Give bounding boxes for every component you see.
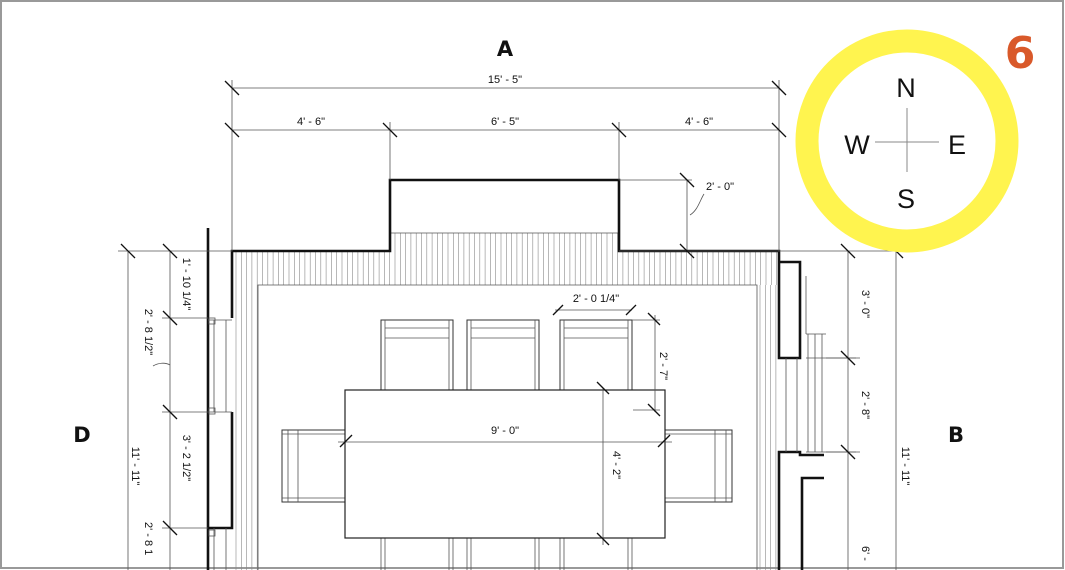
compass-w: W [844,130,870,160]
dim-chair-depth: 2' - 7" [657,352,669,380]
compass-e: E [948,130,966,160]
dim-left-4: 2' - 8 1 [142,522,154,555]
chair-top-2 [466,319,540,391]
dim-right-3: 6' - [859,546,871,561]
compass-s: S [897,184,915,214]
badge-number: 6 [1005,28,1036,79]
compass-cross-icon [875,108,939,172]
dim-top-left: 4' - 6" [297,116,325,128]
side-label-a: A [497,37,514,61]
window-left [208,319,232,570]
window-jamb [208,317,216,325]
wall-left-segment [208,412,234,530]
wall-right-lower [777,450,824,570]
chair-right [664,429,733,503]
table-dimensions [338,304,672,546]
side-label-d: D [73,423,90,447]
dim-table-length: 9' - 0" [491,425,519,437]
door-opening-right [785,276,856,453]
compass: N S E W [795,29,1019,253]
chairs-bottom [380,538,633,570]
compass-ring [795,29,1019,253]
dim-chair-width: 2' - 0 1/4" [573,293,619,305]
dim-left-2: 2' - 8 1/2" [142,309,154,355]
chair-left [281,429,346,503]
dining-table [344,389,666,539]
window-jamb [208,407,216,415]
dim-top-right: 4' - 6" [685,116,713,128]
side-label-b: B [948,423,964,447]
wall-inner-line [232,232,779,252]
dim-overall-top: 15' - 5" [488,74,522,86]
dim-left-1: 1' - 10 1/4" [180,258,192,311]
chair-top-3 [559,319,633,391]
chair-top-1 [380,319,454,391]
compass-n: N [896,73,916,103]
dim-right-2: 2' - 8" [859,391,871,419]
wall-right-lower-outer [800,476,824,570]
dim-right-1: 3' - 0" [859,290,871,318]
dim-left-3: 3' - 2 1/2" [180,435,192,481]
inner-floor-line [257,284,758,570]
dim-top-mid: 6' - 5" [491,116,519,128]
floor-trim-hatch [235,233,777,570]
dim-left-overall: 11' - 11" [129,447,141,486]
dim-bay-depth: 2' - 0" [706,181,734,193]
window-jamb [208,529,216,537]
dimension-lines [118,80,904,570]
dim-right-overall: 11' - 11" [899,447,911,486]
chairs [281,319,733,570]
dim-table-width: 4' - 2" [610,451,622,479]
